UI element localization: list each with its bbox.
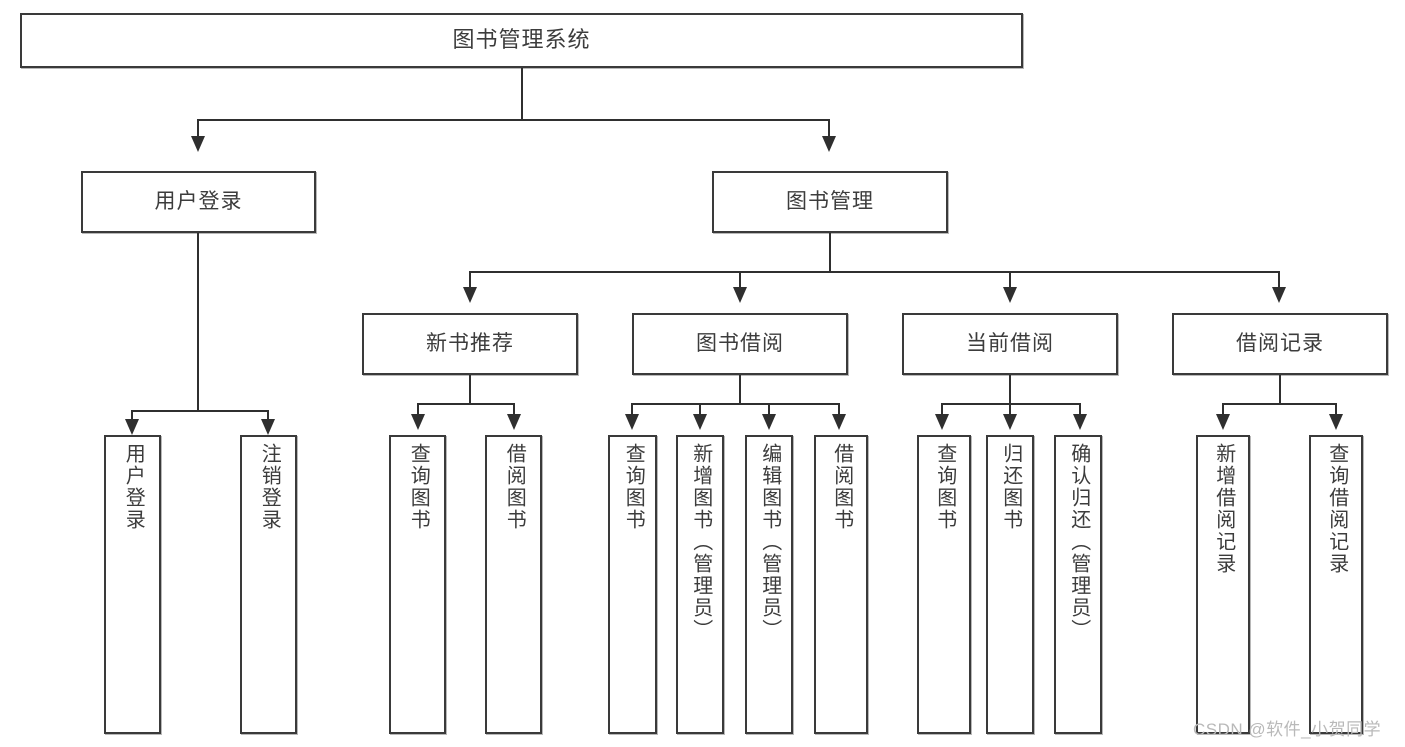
node-label: 图书借阅 bbox=[696, 332, 784, 356]
leaf-add-book-admin[interactable]: 新增图书（管理员） bbox=[676, 435, 724, 734]
leaf-user-login[interactable]: 用户登录 bbox=[104, 435, 161, 734]
leaf-label: 新增借阅记录 bbox=[1212, 443, 1235, 575]
connector-book-borrow-stem bbox=[739, 375, 741, 404]
node-user-login[interactable]: 用户登录 bbox=[81, 171, 316, 233]
leaf-return-book[interactable]: 归还图书 bbox=[986, 435, 1034, 734]
arrowhead-leaf-confirm-return bbox=[1073, 414, 1087, 430]
connector-new-book-stem bbox=[469, 375, 471, 404]
connector-borrow-record-stem bbox=[1279, 375, 1281, 404]
node-current-borrow[interactable]: 当前借阅 bbox=[902, 313, 1118, 375]
arrowhead-leaf-add-record bbox=[1216, 414, 1230, 430]
node-book-borrow[interactable]: 图书借阅 bbox=[632, 313, 848, 375]
leaf-label: 借阅图书 bbox=[503, 443, 526, 531]
node-book-management[interactable]: 图书管理 bbox=[712, 171, 948, 233]
leaf-label: 查询图书 bbox=[622, 443, 645, 531]
arrowhead-leaf-add-book bbox=[693, 414, 707, 430]
leaf-query-borrow-record[interactable]: 查询借阅记录 bbox=[1309, 435, 1363, 734]
leaf-logout[interactable]: 注销登录 bbox=[240, 435, 297, 734]
node-label: 当前借阅 bbox=[966, 332, 1054, 356]
leaf-query-book-recommend[interactable]: 查询图书 bbox=[389, 435, 446, 734]
leaf-label: 确认归还（管理员） bbox=[1067, 443, 1090, 641]
leaf-query-book-current[interactable]: 查询图书 bbox=[917, 435, 971, 734]
connector-user-login-drop-2 bbox=[267, 410, 269, 422]
arrowhead-leaf-logout bbox=[261, 419, 275, 435]
leaf-label: 归还图书 bbox=[999, 443, 1022, 531]
leaf-label: 借阅图书 bbox=[830, 443, 853, 531]
leaf-label: 注销登录 bbox=[258, 443, 281, 531]
csdn-watermark: CSDN @软件_小贺同学 bbox=[1193, 720, 1382, 739]
arrowhead-leaf-user-login bbox=[125, 419, 139, 435]
connector-borrow-record-drop-2 bbox=[1335, 403, 1337, 416]
connector-book-borrow-drop-3 bbox=[768, 403, 770, 416]
connector-level3-drop-3 bbox=[1009, 271, 1011, 289]
connector-level3-drop-1 bbox=[469, 271, 471, 289]
connector-borrow-record-drop-1 bbox=[1222, 403, 1224, 416]
connector-to-book-management bbox=[828, 119, 830, 139]
connector-new-book-bus bbox=[417, 403, 515, 405]
connector-book-borrow-drop-4 bbox=[838, 403, 840, 416]
leaf-label: 查询图书 bbox=[407, 443, 430, 531]
connector-book-management-stem bbox=[829, 233, 831, 272]
connector-new-book-drop-2 bbox=[513, 403, 515, 416]
arrowhead-leaf-edit-book bbox=[762, 414, 776, 430]
arrowhead-leaf-query-record bbox=[1329, 414, 1343, 430]
arrowhead-leaf-query-book-c bbox=[935, 414, 949, 430]
arrowhead-new-book-recommend bbox=[463, 287, 477, 303]
arrowhead-leaf-query-book-a bbox=[411, 414, 425, 430]
connector-level2-bus bbox=[197, 119, 830, 121]
leaf-borrow-book[interactable]: 借阅图书 bbox=[814, 435, 868, 734]
leaf-edit-book-admin[interactable]: 编辑图书（管理员） bbox=[745, 435, 793, 734]
node-label: 新书推荐 bbox=[426, 332, 514, 356]
connector-borrow-record-bus bbox=[1222, 403, 1337, 405]
node-label: 图书管理 bbox=[786, 190, 874, 214]
connector-user-login-drop-1 bbox=[131, 410, 133, 422]
node-label: 用户登录 bbox=[154, 190, 243, 214]
leaf-borrow-book-recommend[interactable]: 借阅图书 bbox=[485, 435, 542, 734]
arrowhead-user-login bbox=[191, 136, 205, 152]
connector-level3-drop-2 bbox=[739, 271, 741, 289]
leaf-query-book-borrow[interactable]: 查询图书 bbox=[608, 435, 657, 734]
leaf-confirm-return-admin[interactable]: 确认归还（管理员） bbox=[1054, 435, 1102, 734]
arrowhead-borrow-record bbox=[1272, 287, 1286, 303]
connector-current-borrow-drop-1 bbox=[941, 403, 943, 416]
arrowhead-leaf-borrow-book-b bbox=[832, 414, 846, 430]
connector-current-borrow-stem bbox=[1009, 375, 1011, 404]
connector-book-borrow-drop-1 bbox=[631, 403, 633, 416]
arrowhead-current-borrow bbox=[1003, 287, 1017, 303]
connector-current-borrow-bus bbox=[941, 403, 1081, 405]
leaf-add-borrow-record[interactable]: 新增借阅记录 bbox=[1196, 435, 1250, 734]
node-label: 借阅记录 bbox=[1236, 332, 1324, 356]
node-label: 图书管理系统 bbox=[452, 27, 591, 53]
connector-book-borrow-bus bbox=[631, 403, 840, 405]
node-borrow-record[interactable]: 借阅记录 bbox=[1172, 313, 1388, 375]
connector-user-login-stem bbox=[197, 233, 199, 411]
leaf-label: 用户登录 bbox=[122, 443, 145, 531]
connector-book-borrow-drop-2 bbox=[699, 403, 701, 416]
node-root-book-management-system[interactable]: 图书管理系统 bbox=[20, 13, 1023, 68]
arrowhead-leaf-return-book bbox=[1003, 414, 1017, 430]
connector-user-login-bus bbox=[131, 410, 268, 412]
leaf-label: 查询图书 bbox=[933, 443, 956, 531]
connector-level3-drop-4 bbox=[1278, 271, 1280, 289]
leaf-label: 编辑图书（管理员） bbox=[758, 443, 781, 641]
arrowhead-book-management bbox=[822, 136, 836, 152]
connector-current-borrow-drop-3 bbox=[1079, 403, 1081, 416]
connector-current-borrow-drop-2 bbox=[1009, 403, 1011, 416]
leaf-label: 新增图书（管理员） bbox=[689, 443, 712, 641]
arrowhead-leaf-query-book-b bbox=[625, 414, 639, 430]
connector-root-stem bbox=[521, 68, 523, 120]
node-new-book-recommend[interactable]: 新书推荐 bbox=[362, 313, 578, 375]
leaf-label: 查询借阅记录 bbox=[1325, 443, 1348, 575]
connector-new-book-drop-1 bbox=[417, 403, 419, 416]
connector-level3-bus bbox=[469, 271, 1279, 273]
arrowhead-leaf-borrow-book-a bbox=[507, 414, 521, 430]
arrowhead-book-borrow bbox=[733, 287, 747, 303]
connector-to-user-login bbox=[197, 119, 199, 139]
